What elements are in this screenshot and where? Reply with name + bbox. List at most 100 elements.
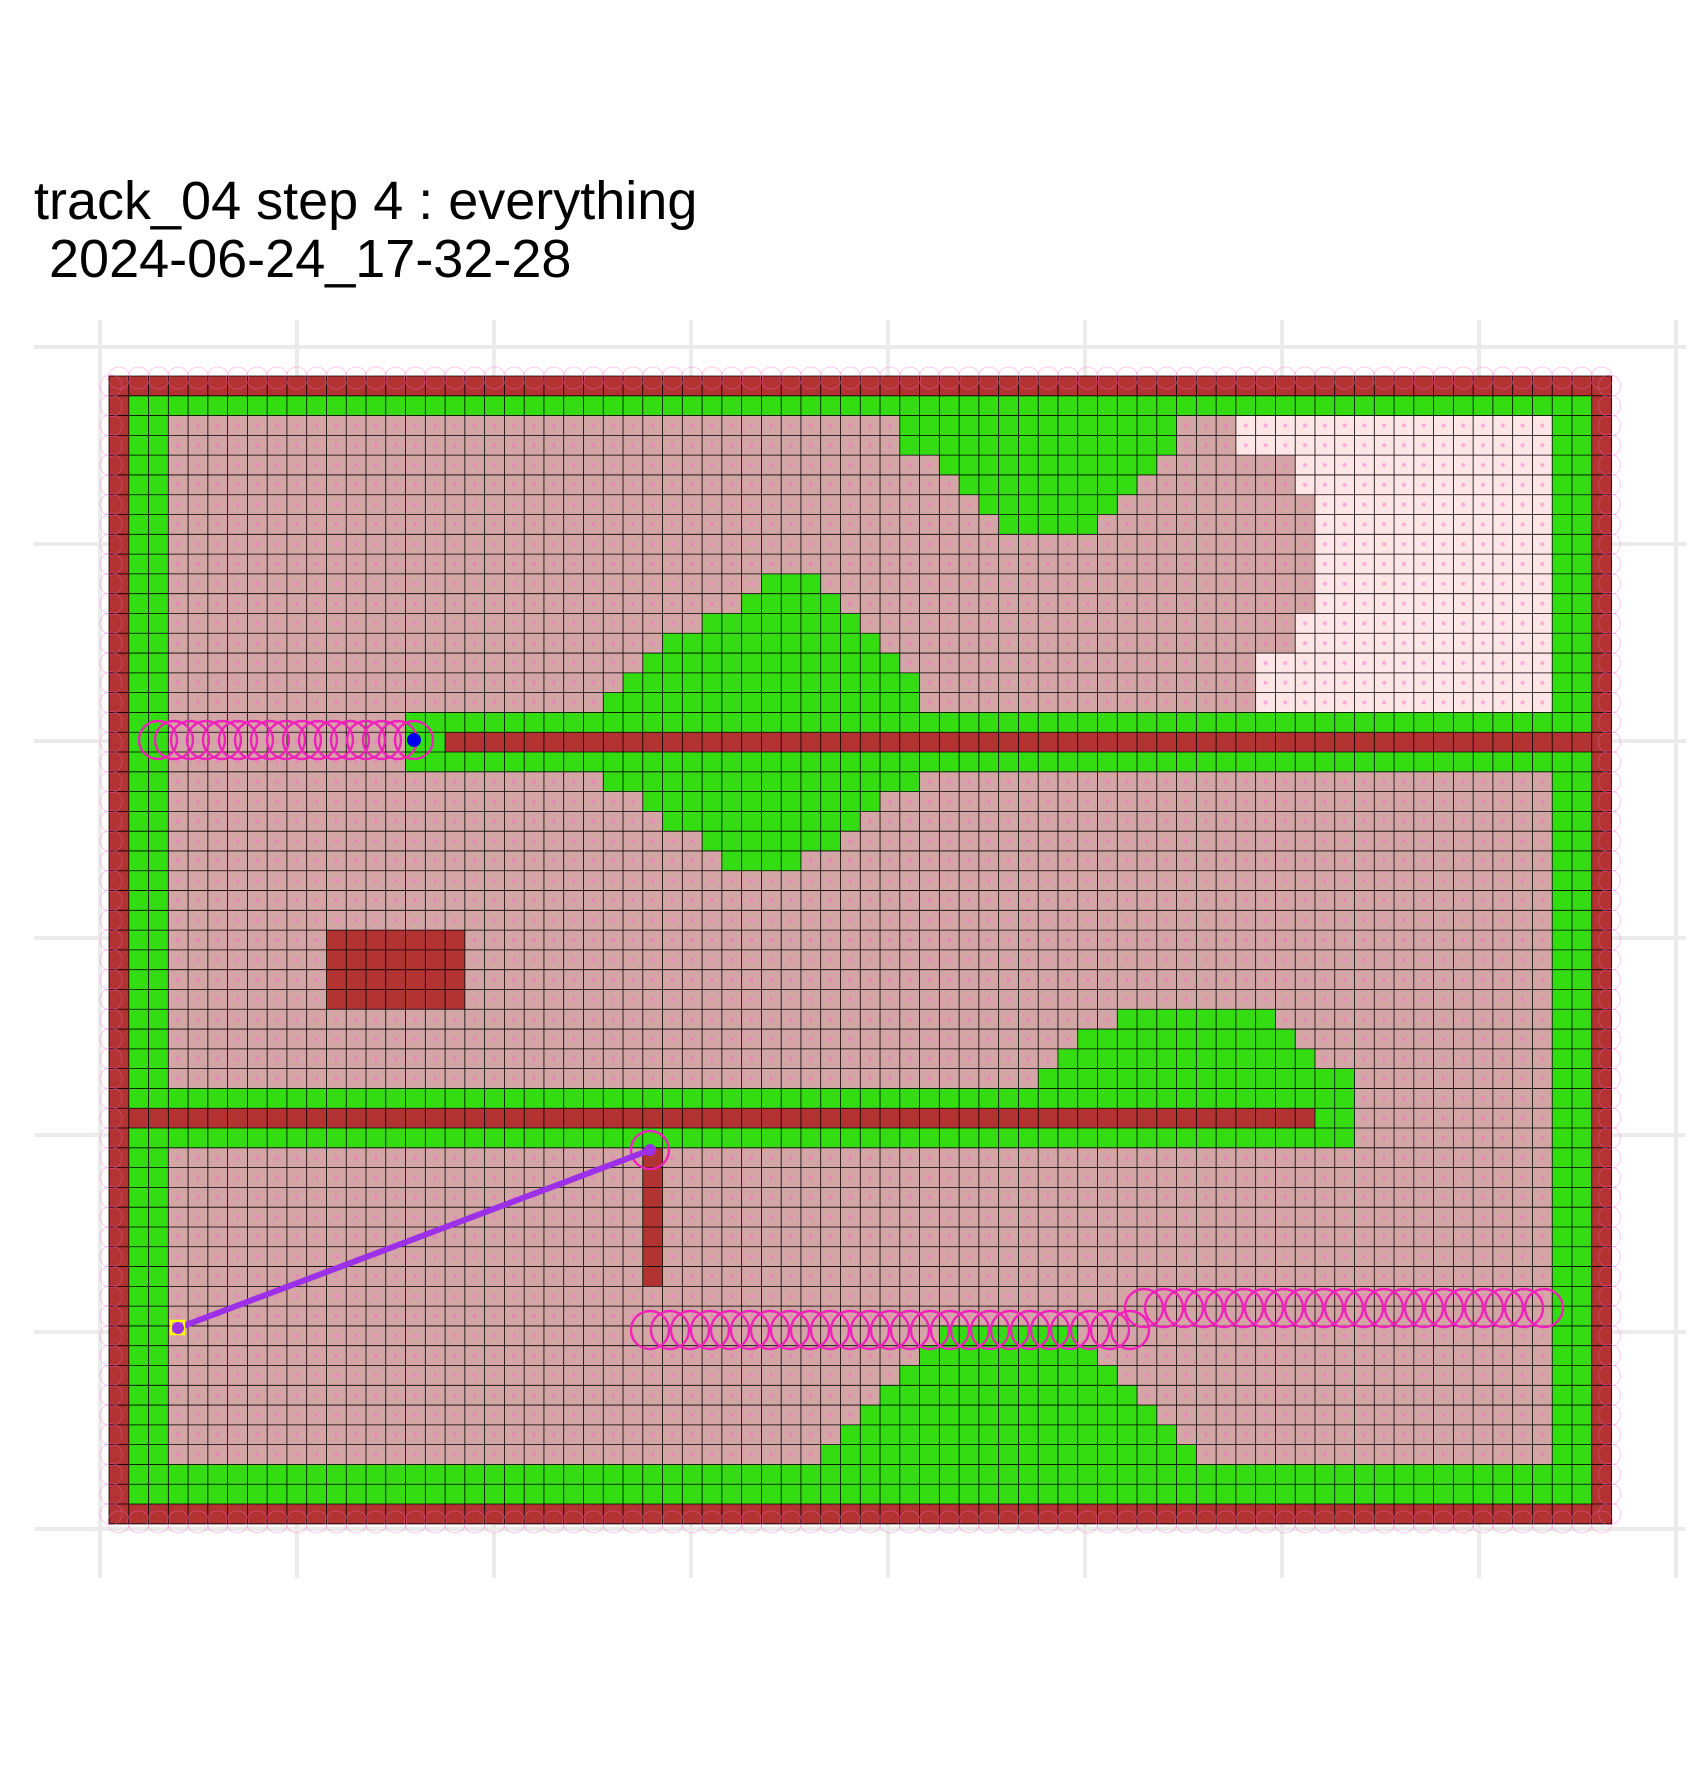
map-cell (1571, 1424, 1593, 1446)
map-cell (860, 376, 881, 397)
map-cell (721, 593, 743, 614)
map-cell (148, 1424, 169, 1446)
map-cell (721, 811, 743, 832)
cell-marker (611, 482, 616, 487)
map-cell (1492, 494, 1514, 515)
map-cell (207, 494, 229, 515)
map-cell (978, 1108, 1000, 1129)
cell-marker (571, 423, 576, 428)
map-cell (484, 554, 505, 575)
map-cell (1374, 534, 1395, 555)
map-cell (1097, 494, 1118, 515)
map-cell (1038, 1365, 1059, 1386)
map-cell (721, 672, 743, 694)
map-cell (1571, 672, 1593, 694)
map-cell (1433, 395, 1454, 416)
map-cell (800, 1088, 822, 1109)
cell-marker (492, 542, 497, 547)
map-cell (1571, 771, 1593, 792)
map-cell (959, 1405, 980, 1426)
map-cell (939, 455, 960, 476)
map-cell (207, 633, 229, 654)
map-cell (109, 435, 130, 456)
cell-marker (551, 522, 556, 527)
map-cell (1295, 593, 1316, 614)
map-cell (1038, 1464, 1059, 1485)
map-cell (1018, 1464, 1039, 1485)
map-cell (741, 712, 762, 733)
cell-marker (1302, 482, 1308, 487)
map-cell (662, 672, 683, 694)
map-cell (1571, 415, 1593, 436)
map-cell (464, 534, 486, 555)
map-cell (1156, 593, 1177, 614)
map-cell (1255, 534, 1276, 555)
map-cell (1275, 1088, 1296, 1109)
map-cell (998, 1464, 1019, 1485)
map-cell (247, 435, 268, 456)
map-cell (1097, 534, 1118, 555)
map-cell (603, 732, 624, 753)
map-cell (1453, 554, 1474, 575)
map-cell (642, 573, 663, 595)
map-cell (899, 712, 920, 733)
map-cell (603, 376, 624, 397)
cell-marker (1342, 423, 1347, 428)
map-cell (1038, 395, 1059, 416)
map-cell (1137, 573, 1158, 595)
map-cell (741, 811, 762, 832)
map-cell (1137, 514, 1158, 535)
map-cell (623, 613, 644, 634)
map-cell (603, 752, 624, 773)
map-cell (1552, 534, 1573, 555)
cell-marker (512, 423, 517, 428)
cell-marker (828, 423, 833, 428)
map-cell (1571, 633, 1593, 654)
map-cell (642, 1246, 663, 1267)
map-cell (504, 1464, 525, 1485)
map-cell (1334, 613, 1355, 634)
map-cell (1196, 514, 1217, 535)
map-cell (385, 514, 406, 535)
map-cell (543, 395, 565, 416)
map-cell (484, 732, 505, 753)
map-cell (1196, 435, 1217, 456)
map-cell (1216, 534, 1237, 555)
map-cell (128, 1365, 149, 1386)
map-cell (168, 613, 189, 634)
cell-marker (373, 462, 378, 468)
map-cell (800, 415, 822, 436)
map-cell (761, 1108, 782, 1129)
map-cell (128, 791, 149, 812)
map-cell (346, 1088, 367, 1109)
map-cell (1117, 494, 1138, 515)
map-cell (998, 534, 1019, 555)
cell-marker (868, 502, 873, 507)
map-cell (741, 1128, 762, 1149)
map-cell (425, 376, 446, 397)
cell-marker (1164, 462, 1169, 468)
map-cell (247, 1484, 268, 1505)
map-cell (543, 455, 565, 476)
map-cell (188, 554, 209, 575)
map-cell (484, 534, 505, 555)
map-cell (1433, 455, 1454, 476)
map-cell (207, 1088, 229, 1109)
map-cell (306, 395, 327, 416)
map-cell (1117, 613, 1138, 634)
map-cell (1512, 712, 1533, 733)
map-cell (1552, 1385, 1573, 1406)
map-cell (1492, 593, 1514, 614)
cell-marker (373, 482, 378, 487)
map-cell (346, 494, 367, 515)
cell-marker (1441, 443, 1446, 448)
map-cell (128, 573, 149, 595)
map-cell (840, 692, 861, 713)
cell-marker (1164, 542, 1169, 547)
map-cell (1117, 593, 1138, 614)
map-cell (128, 1128, 149, 1149)
map-cell (899, 1444, 920, 1465)
map-cell (148, 1444, 169, 1465)
map-cell (1038, 633, 1059, 654)
map-cell (1117, 1424, 1138, 1446)
